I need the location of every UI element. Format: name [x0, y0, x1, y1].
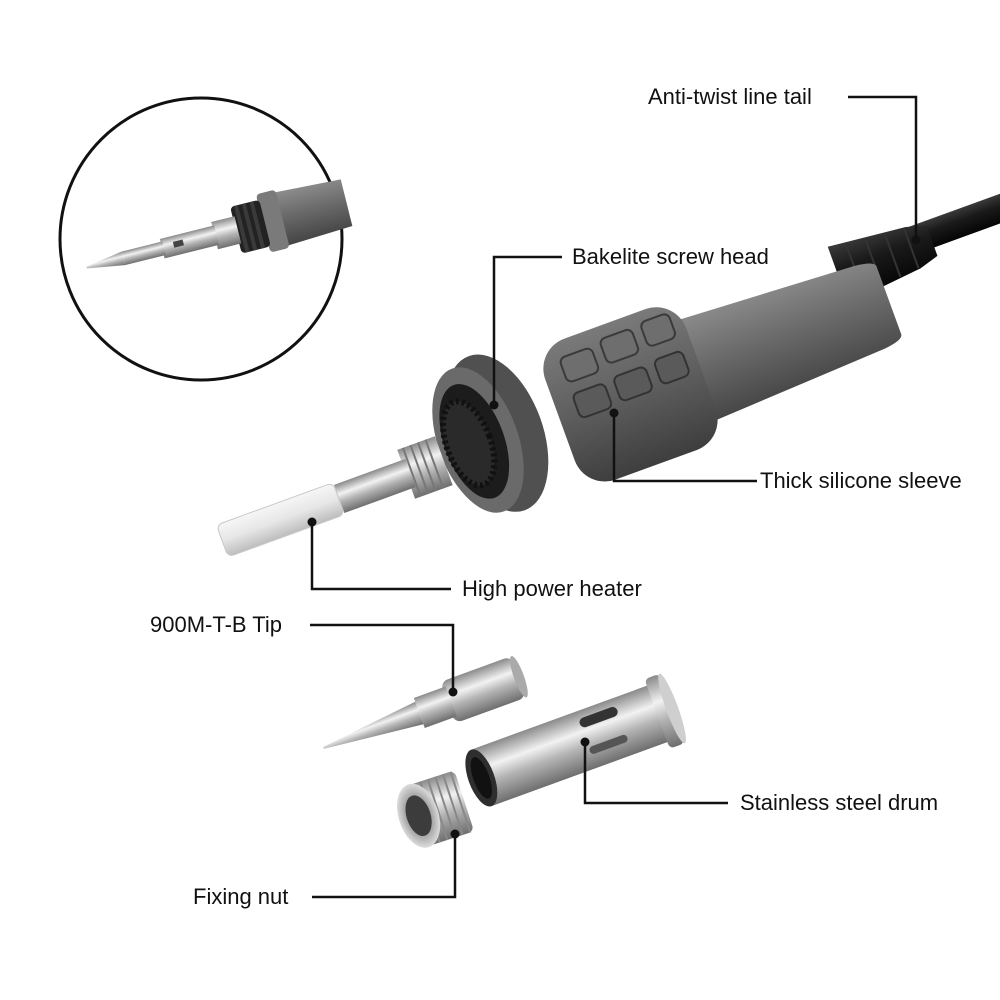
leader-dots — [307, 235, 921, 839]
leader-heater — [310, 522, 451, 591]
silicone-sleeve — [543, 307, 718, 482]
callout-bakelite-head: Bakelite screw head — [572, 244, 769, 269]
callout-fixing-nut: Fixing nut — [193, 884, 289, 909]
fixing-nut — [397, 771, 473, 848]
leader-nut — [312, 834, 457, 899]
steel-tube — [334, 458, 416, 514]
leader-lines — [310, 95, 918, 899]
leader-drum — [583, 742, 728, 805]
callout-anti-twist-tail: Anti-twist line tail — [648, 84, 812, 109]
loose-tip — [323, 655, 528, 749]
power-cable — [899, 187, 1000, 255]
callout-heater: High power heater — [462, 576, 642, 601]
bakelite-head — [432, 354, 549, 513]
callout-drum: Stainless steel drum — [740, 790, 939, 815]
ceramic-heater — [217, 483, 344, 556]
callout-silicone-sleeve: Thick silicone sleeve — [760, 468, 962, 493]
inset-detail — [58, 96, 353, 382]
leader-bakelite — [492, 255, 562, 405]
leader-anti-twist — [848, 95, 918, 240]
steel-drum — [465, 673, 686, 807]
leader-tip — [310, 623, 455, 692]
callout-tip: 900M-T-B Tip — [150, 612, 283, 637]
leader-sleeve — [612, 413, 757, 483]
soldering-iron — [217, 187, 1000, 556]
